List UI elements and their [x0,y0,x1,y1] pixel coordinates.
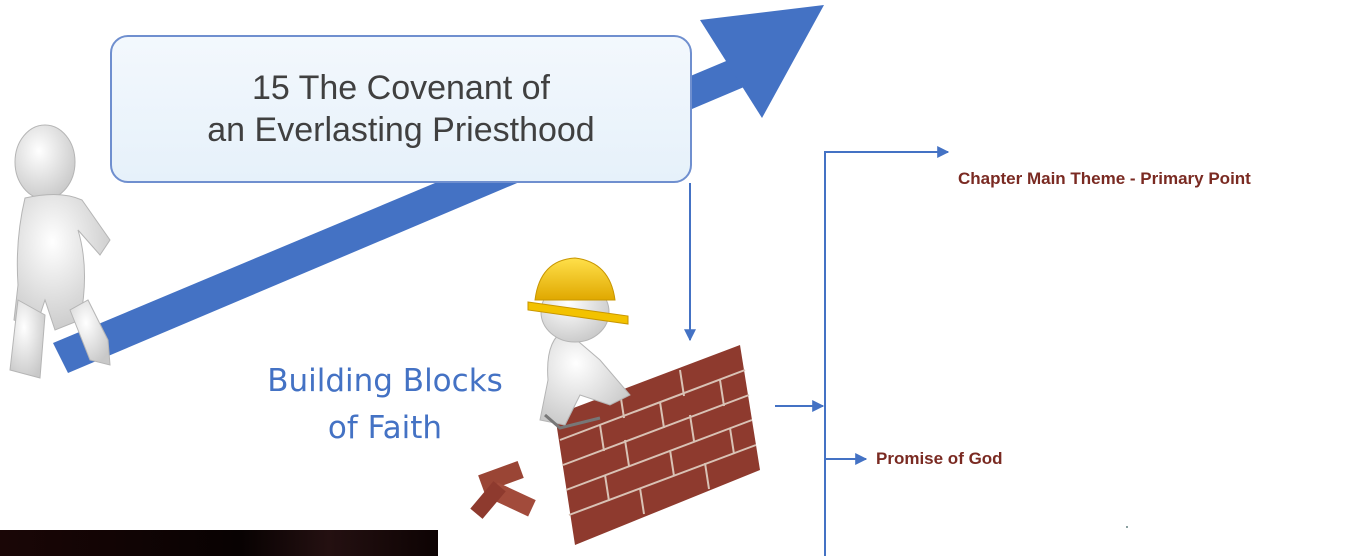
brick-wall-icon [470,345,760,545]
title-box: 15 The Covenant of an Everlasting Priest… [110,35,692,183]
hard-hat-icon [527,257,629,325]
dark-photo-strip [0,530,438,556]
building-blocks-label: Building Blocks of Faith [267,363,503,446]
speck-mark [1126,526,1128,528]
promise-of-god-label: Promise of God [876,449,1003,468]
title-text: 15 The Covenant of an Everlasting Priest… [207,69,595,149]
chapter-main-theme-label: Chapter Main Theme - Primary Point [958,169,1251,188]
connector-lines [684,146,950,556]
stick-figure-icon [9,124,111,379]
builder-figure-icon [527,257,631,430]
